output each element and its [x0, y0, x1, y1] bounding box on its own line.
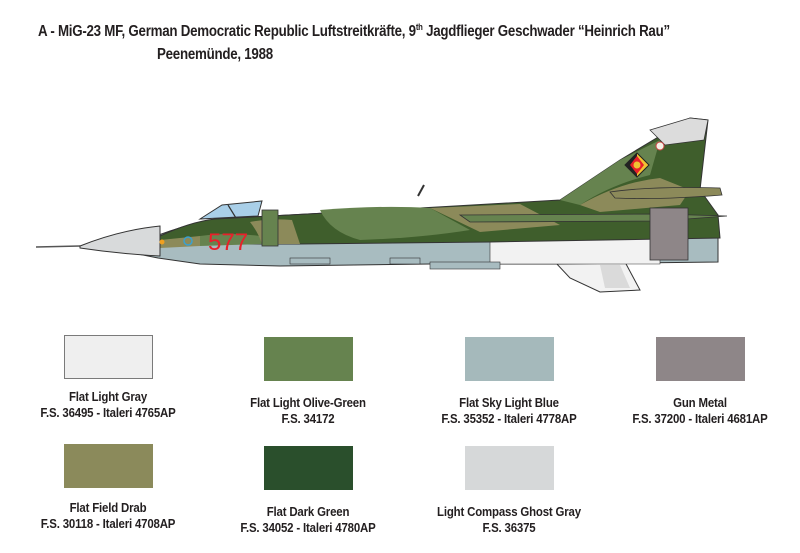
swatch-name: Flat Sky Light Blue [459, 395, 559, 410]
color-swatch-flat-dark-green: Flat Dark Green F.S. 34052 - Italeri 478… [208, 446, 408, 536]
swatch-color-box [655, 337, 745, 381]
swatch-color-box [263, 337, 353, 381]
title-text-suffix: Jagdflieger Geschwader “Heinrich Rau” [422, 23, 670, 40]
swatch-name: Flat Field Drab [69, 500, 147, 515]
swatch-color-box [63, 335, 153, 379]
color-swatch-flat-sky-light-blue: Flat Sky Light Blue F.S. 35352 - Italeri… [409, 337, 609, 427]
color-swatch-flat-field-drab: Flat Field Drab F.S. 30118 - Italeri 470… [8, 444, 208, 532]
aircraft-profile-illustration: 577 [35, 117, 728, 293]
color-swatch-flat-light-gray: Flat Light Gray F.S. 36495 - Italeri 476… [8, 335, 208, 421]
swatch-code: F.S. 36495 - Italeri 4765AP [40, 405, 176, 420]
swatch-name: Light Compass Ghost Gray [437, 504, 581, 519]
swatch-code: F.S. 36375 [482, 520, 536, 535]
swatch-code: F.S. 34052 - Italeri 4780AP [240, 520, 376, 535]
nose-cone [79, 225, 161, 257]
swatch-code: F.S. 34172 [281, 411, 335, 426]
exhaust-nozzle [649, 207, 689, 261]
swatch-color-box [464, 446, 554, 490]
page-subtitle: Peenemünde, 1988 [157, 46, 273, 63]
gdr-insignia [624, 152, 650, 178]
swatch-name: Gun Metal [673, 395, 727, 410]
color-swatch-light-compass-ghost-gray: Light Compass Ghost Gray F.S. 36375 [409, 446, 609, 536]
title-text: A - MiG-23 MF, German Democratic Republi… [38, 23, 416, 40]
swatch-color-box [263, 446, 353, 490]
color-swatch-flat-light-olive-green: Flat Light Olive-Green F.S. 34172 [208, 337, 408, 427]
swatch-color-box [63, 444, 153, 488]
pitot-probe [35, 245, 81, 248]
page-title: A - MiG-23 MF, German Democratic Republi… [38, 22, 670, 41]
swatch-name: Flat Dark Green [266, 504, 350, 519]
swatch-name: Flat Light Gray [68, 389, 148, 404]
color-swatch-gun-metal: Gun Metal F.S. 37200 - Italeri 4681AP [600, 337, 800, 427]
swatch-code: F.S. 35352 - Italeri 4778AP [441, 411, 577, 426]
swatch-code: F.S. 30118 - Italeri 4708AP [40, 516, 176, 531]
side-number: 577 [208, 229, 248, 256]
swatch-code: F.S. 37200 - Italeri 4681AP [632, 411, 768, 426]
swatch-color-box [464, 337, 554, 381]
swatch-name: Flat Light Olive-Green [250, 395, 366, 410]
title-superscript: th [415, 22, 423, 32]
